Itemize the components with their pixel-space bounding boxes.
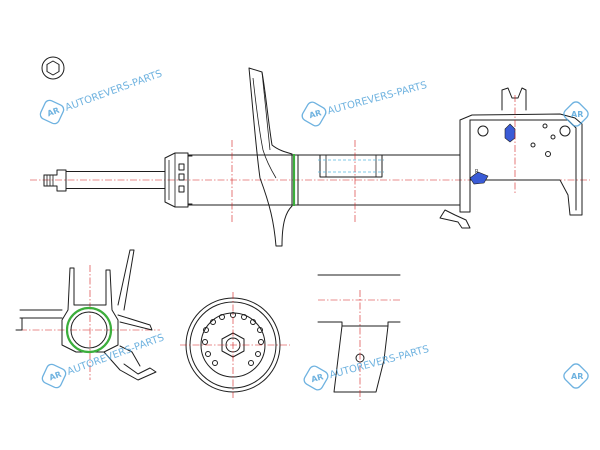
watermark-6: AR — [563, 101, 589, 127]
watermark-logo-text: AR — [310, 372, 324, 384]
position-marker-upper — [504, 123, 516, 143]
spring-seat — [248, 67, 293, 247]
mount-hole-ring — [202, 312, 264, 366]
dust-boot — [164, 152, 193, 208]
knuckle-bracket: R — [439, 87, 583, 229]
nut-symbol — [41, 56, 65, 80]
watermark-1: AR AUTOREVERS-PARTS — [39, 68, 164, 125]
tube-bracket — [318, 154, 384, 178]
watermark-logo-text: AR — [48, 370, 63, 383]
main-strut-side-view: R — [30, 67, 590, 247]
watermark-2: AR AUTOREVERS-PARTS — [301, 80, 428, 127]
watermark-brand-text: AUTOREVERS-PARTS — [64, 68, 164, 113]
watermark-logo-text: AR — [571, 110, 583, 119]
marker-label: R — [475, 169, 479, 175]
bracket-detail — [317, 274, 401, 400]
watermark-brand-text: AUTOREVERS-PARTS — [66, 332, 166, 377]
watermark-brand-text: AUTOREVERS-PARTS — [326, 80, 428, 117]
watermark-brand-text: AUTOREVERS-PARTS — [328, 344, 430, 381]
watermark-5: AR — [563, 363, 589, 389]
watermark-logo-text: AR — [308, 108, 322, 120]
end-view-left — [15, 249, 160, 381]
watermark-3: AR AUTOREVERS-PARTS — [41, 332, 166, 389]
watermark-4: AR AUTOREVERS-PARTS — [303, 344, 430, 391]
watermark-logo-text: AR — [571, 372, 583, 381]
watermark-logo-text: AR — [46, 106, 61, 119]
top-mount-view — [180, 292, 290, 398]
position-marker-lower — [469, 171, 489, 185]
piston-rod — [43, 169, 166, 192]
